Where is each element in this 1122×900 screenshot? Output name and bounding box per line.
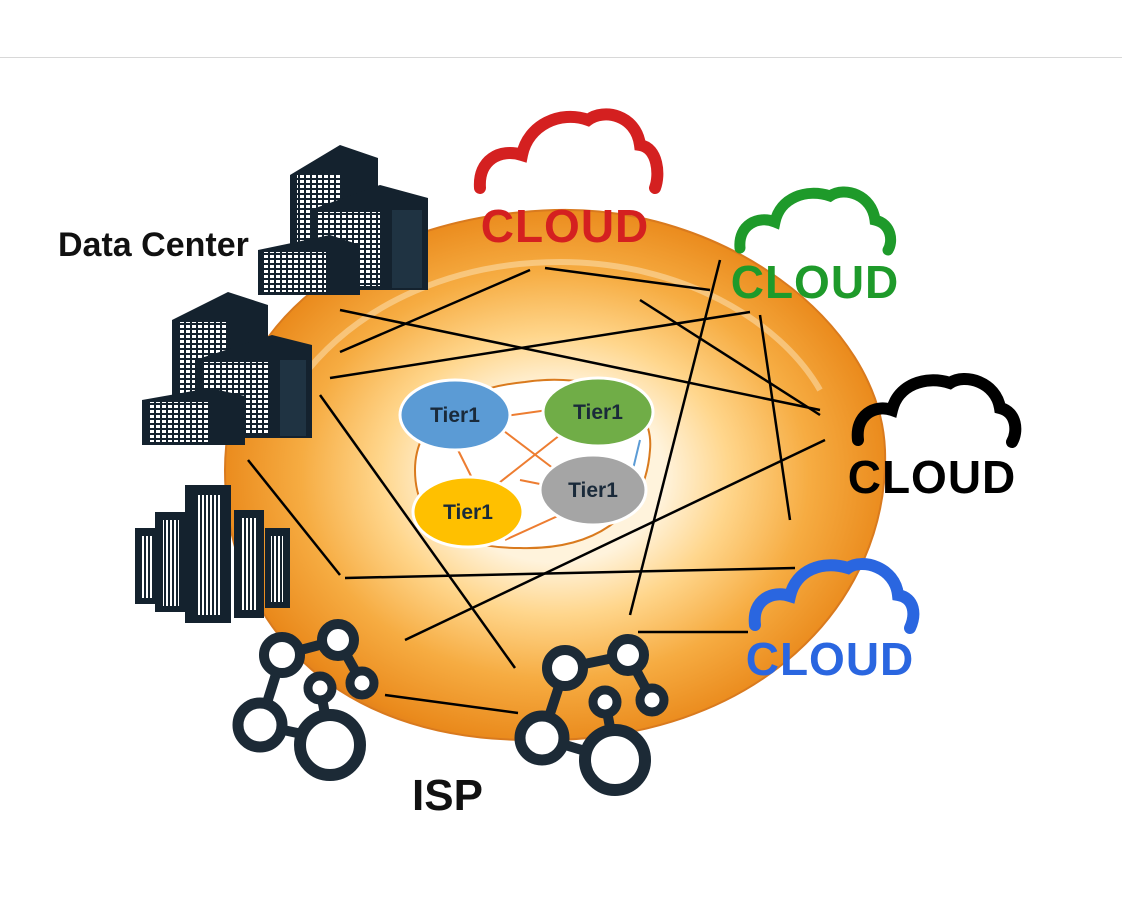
cloud-blue-icon: CLOUD [746,558,920,685]
isp-network-icon [514,634,669,796]
tier1-node-green[interactable]: Tier1 [541,376,655,448]
tier1-label: Tier1 [443,501,493,524]
cloud-red-icon: CLOUD [473,108,664,252]
isp-label: ISP [412,771,483,820]
tier1-label: Tier1 [430,404,480,427]
top-divider [0,57,1122,58]
cloud-black-icon: CLOUD [848,373,1022,503]
tier1-node-gray[interactable]: Tier1 [538,453,648,527]
tier1-label: Tier1 [573,401,623,424]
tier1-node-yellow[interactable]: Tier1 [411,475,525,549]
datacenter-building-icon [258,145,428,295]
cloud-label: CLOUD [848,451,1017,503]
cloud-label: CLOUD [731,256,900,308]
interconnect-lines [247,259,826,715]
tier1-node-blue[interactable]: Tier1 [398,378,512,452]
cloud-label: CLOUD [481,200,650,252]
cloud-green-icon: CLOUD [731,186,900,308]
isp-network-icon [232,619,379,781]
tier1-label: Tier1 [568,479,618,502]
data-center-label: Data Center [58,226,249,264]
server-rack-icon [135,485,290,623]
datacenter-building-icon [142,292,312,445]
cloud-label: CLOUD [746,633,915,685]
